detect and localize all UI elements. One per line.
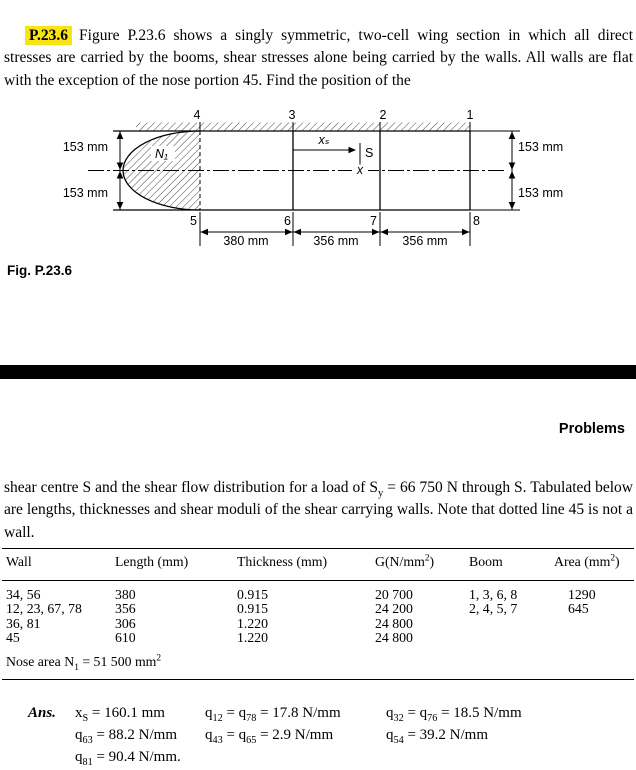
cell-boom: 2, 4, 5, 7 [469,601,518,617]
cell-wall: 12, 23, 67, 78 [6,601,82,617]
cell-g: 24 800 [375,615,413,631]
figure-caption: Fig. P.23.6 [7,263,73,278]
cell-thickness: 0.915 [237,601,269,617]
boom-label-4: 4 [194,108,201,122]
answer-grid: xS = 160.1 mm q12 = q78 = 17.8 N/mm q32 … [75,703,522,768]
answer-item: q63 = 88.2 N/mm [75,727,177,746]
answer-item: q81 = 90.4 N/mm. [75,749,181,768]
dim-right-bottom-label: 153 mm [518,186,563,200]
xs-dimension-label: xₛ [318,133,330,147]
page-divider-bar [0,365,636,379]
cell-thickness: 1.220 [237,615,269,631]
cell-wall: 34, 56 [6,587,41,602]
right-dimension [508,131,516,210]
cell-area [552,617,634,631]
cell-length: 380 [115,587,136,602]
answer-label: Ans. [28,705,56,721]
cell-g: 20 700 [375,587,413,602]
boom-label-7: 7 [370,214,377,228]
answer-item: q12 = q78 = 17.8 N/mm [205,705,341,724]
answer-item: xS = 160.1 mm [75,705,165,724]
boom-label-2: 2 [380,108,387,122]
answer-item: q32 = q76 = 18.5 N/mm [386,705,522,724]
column-header-wall: Wall [2,548,113,581]
left-dimension [116,131,124,210]
boom-label-1: 1 [467,108,474,122]
bottom-boom-ticks [199,212,471,246]
column-header-area: Area (mm2) [552,548,634,581]
cell-length: 356 [115,601,136,617]
cell-wall: 45 [6,630,20,646]
table-row: 36, 81 306 1.220 24 800 [2,615,634,631]
dim-left-bottom-label: 153 mm [63,186,108,200]
shear-centre-label: S [365,146,373,160]
answer-item: q54 = 39.2 N/mm [386,727,488,746]
boom-label-3: 3 [289,108,296,122]
dim-right-top-label: 153 mm [518,140,563,154]
boom-label-5: 5 [190,214,197,228]
answer-item: q43 = q65 = 2.9 N/mm [205,727,334,746]
cell-length: 610 [115,630,136,646]
top-wall-hatching [136,122,470,131]
table-row: 12, 23, 67, 78 356 0.915 24 200 2, 4, 5,… [2,601,634,617]
dim-span-3-label: 356 mm [402,234,447,248]
cell-area [552,631,634,645]
column-header-g: G(N/mm2) [373,548,467,581]
problems-section-header: Problems [558,421,625,437]
wall-properties-table: Wall Length (mm) Thickness (mm) G(N/mm2)… [2,548,634,680]
nose-area-label: N₁ [155,147,168,161]
cell-thickness: 0.915 [237,587,269,602]
boom-label-8: 8 [473,214,480,228]
centre-marker: x [356,163,364,177]
column-header-thickness: Thickness (mm) [235,548,373,581]
wing-section-figure: 153 mm 153 mm 153 mm 153 mm 4 3 2 1 N₁ [63,108,563,248]
column-header-boom: Boom [467,548,552,581]
cell-g: 24 200 [375,601,413,617]
xs-dimension [293,143,361,167]
table-row: 34, 56 380 0.915 20 700 1, 3, 6, 8 1290 [2,581,634,603]
cell-g: 24 800 [375,630,413,646]
table-row: 45 610 1.220 24 800 [2,630,634,646]
intro-text: Figure P.23.6 shows a singly symmetric, … [4,26,633,89]
centre-marker-background [352,164,368,176]
bottom-dimension [200,228,470,236]
column-header-length: Length (mm) [113,548,235,581]
cell-boom [467,631,552,645]
table-footnote-row: Nose area N1 = 51 500 mm2 [2,646,634,680]
dim-span-2-label: 356 mm [313,234,358,248]
answer-block: Ans. xS = 160.1 mm q12 = q78 = 17.8 N/mm… [28,703,522,768]
cell-area: 1290 [568,587,596,602]
cell-length: 306 [115,615,136,631]
cell-wall: 36, 81 [6,615,41,631]
dim-left-top-label: 153 mm [63,140,108,154]
top-boom-ticks [199,122,471,131]
cell-boom [467,617,552,631]
nose-label-background [151,146,175,161]
dim-span-1-label: 380 mm [223,234,268,248]
cell-thickness: 1.220 [237,630,269,646]
problem-number-highlight: P.23.6 [25,25,73,45]
cell-area: 645 [568,601,589,617]
nose-area-footnote: Nose area N1 = 51 500 mm2 [6,653,162,673]
body-paragraph: shear centre S and the shear flow distri… [4,478,633,541]
table-header-row: Wall Length (mm) Thickness (mm) G(N/mm2)… [2,548,634,581]
boom-label-6: 6 [284,214,291,228]
cell-boom: 1, 3, 6, 8 [469,587,518,602]
